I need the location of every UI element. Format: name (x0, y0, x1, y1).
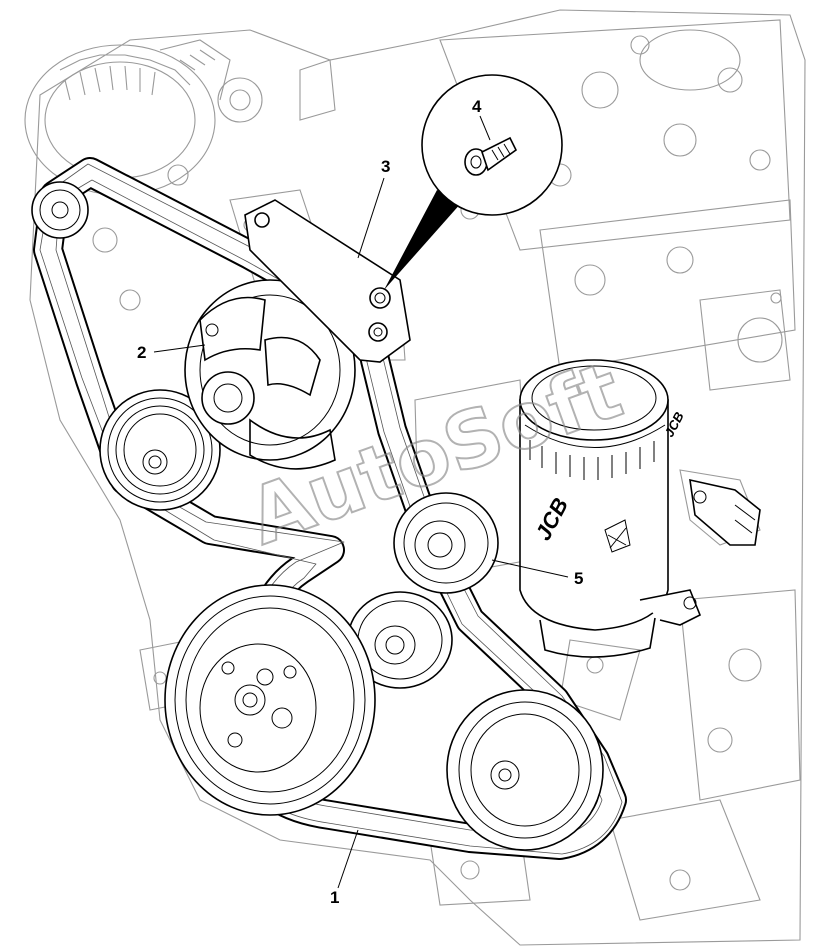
leader-lines (153, 115, 569, 889)
alternator (24, 39, 263, 253)
water-pump-pulley (99, 389, 221, 511)
bolt-detail-inset (384, 74, 563, 290)
bolt-icon (464, 136, 518, 176)
callout-1: 1 (330, 888, 339, 907)
sensor (689, 478, 761, 546)
middle-idler-pulley (347, 591, 453, 689)
bottom-right-pulley (446, 689, 604, 851)
callout-4: 4 (472, 97, 482, 116)
callout-5: 5 (574, 569, 583, 588)
oil-filter (519, 359, 702, 658)
callout-3: 3 (381, 157, 390, 176)
top-left-idler-pulley (31, 181, 89, 239)
tensioner (184, 279, 356, 470)
tensioner-bracket (244, 199, 411, 363)
crankshaft-pulley (164, 584, 376, 816)
callout-2: 2 (137, 343, 146, 362)
idler-pulley (393, 492, 499, 594)
